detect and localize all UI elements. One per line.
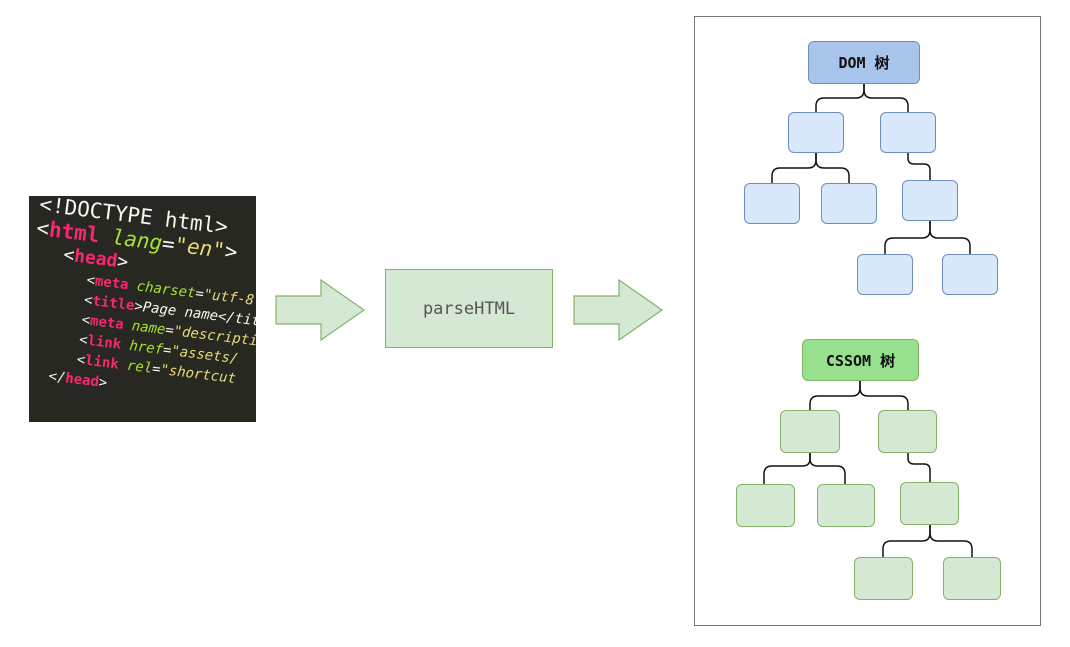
dom-tree-node <box>880 112 936 153</box>
trees-panel <box>694 16 1041 626</box>
cssom-tree-root: CSSOM 树 <box>802 339 919 381</box>
cssom-tree-node <box>817 484 875 527</box>
cssom-tree-node <box>780 410 840 453</box>
dom-tree-label: DOM 树 <box>838 54 890 72</box>
code-token: meta <box>93 273 130 294</box>
dom-tree-node <box>857 254 913 295</box>
right-arrow-icon <box>275 279 365 341</box>
cssom-tree-label: CSSOM 树 <box>825 351 896 370</box>
dom-tree-root: DOM 树 <box>808 41 920 84</box>
code-token: > <box>97 374 109 392</box>
right-arrow-icon <box>573 279 663 341</box>
code-token: > <box>223 238 239 265</box>
dom-tree-node <box>744 183 800 224</box>
html-code-thumbnail: <!DOCTYPE html><html lang="en"><head><me… <box>29 196 256 422</box>
code-token: head <box>73 245 119 272</box>
code-token: head <box>64 370 100 391</box>
parse-html-box: parseHTML <box>385 269 553 348</box>
code-token: link <box>86 332 123 353</box>
cssom-tree-node <box>736 484 795 527</box>
cssom-tree-node <box>854 557 913 600</box>
code-token: link <box>84 352 120 373</box>
dom-tree-node <box>788 112 844 153</box>
cssom-tree-node <box>878 410 937 453</box>
code-token: meta <box>89 313 125 333</box>
code-snippet: <!DOCTYPE html><html lang="en"><head><me… <box>29 196 256 422</box>
dom-tree-node <box>821 183 877 224</box>
code-token: > <box>116 250 130 274</box>
code-token: rel <box>117 356 154 377</box>
code-token: </ <box>47 368 67 387</box>
parse-html-label: parseHTML <box>422 298 516 319</box>
dom-tree-node <box>902 180 958 221</box>
cssom-tree-node <box>943 557 1001 600</box>
dom-tree-node <box>942 254 998 295</box>
cssom-tree-node <box>900 482 959 525</box>
